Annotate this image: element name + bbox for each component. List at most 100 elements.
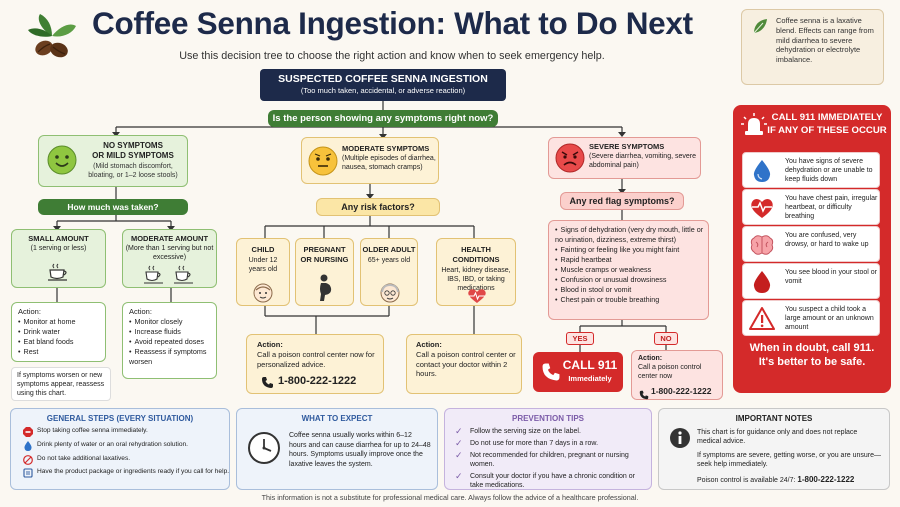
moderate-action-list: Monitor closely Increase fluids Avoid re… <box>129 317 216 367</box>
list-item: Monitor closely <box>129 317 216 327</box>
severe-desc: (Severe diarrhea, vomiting, severe abdom… <box>589 152 696 169</box>
emergency-item-text: You suspect a child took a large amount … <box>785 306 874 332</box>
what-to-expect-text: Coffee senna usually works within 6–12 h… <box>289 432 431 468</box>
check-icon: ✓ <box>455 426 463 436</box>
list-item: Confusion or unusual drowsiness <box>555 275 705 285</box>
general-steps-panel: GENERAL STEPS (EVERY SITUATION) Stop tak… <box>10 408 230 490</box>
notes-text-1: This chart is for guidance only and does… <box>697 429 858 446</box>
stop-icon <box>23 427 33 437</box>
general-steps-title: GENERAL STEPS (EVERY SITUATION) <box>46 414 194 423</box>
emergency-item: You are confused, very drowsy, or hard t… <box>742 226 880 262</box>
risk-child: CHILD Under 12 years old <box>236 238 290 306</box>
risk-older-desc: 65+ years old <box>367 256 411 264</box>
no-action-phone[interactable]: 1-800-222-1222 <box>651 386 712 396</box>
emergency-item-text: You have chest pain, irregular heartbeat… <box>785 195 878 221</box>
red-flag-list: Signs of dehydration (very dry mouth, li… <box>555 225 705 305</box>
small-reassess-note: If symptoms worsen or new symptoms appea… <box>11 367 111 401</box>
worried-face-icon <box>308 146 338 176</box>
emergency-item-text: You are confused, very drowsy, or hard t… <box>785 232 869 249</box>
disclaimer: This information is not a substitute for… <box>261 493 639 502</box>
list-item: Monitor at home <box>18 317 105 327</box>
small-action-list: Monitor at home Drink water Eat bland fo… <box>18 317 105 357</box>
warning-icon <box>749 306 775 332</box>
phone-icon <box>261 376 274 389</box>
list-item: Drink plenty of water or an oral rehydra… <box>23 441 233 451</box>
symptoms-question: Is the person showing any symptoms right… <box>268 110 498 127</box>
what-to-expect-panel: WHAT TO EXPECT Coffee senna usually work… <box>236 408 438 490</box>
action-left-text: Call a poison control center now for per… <box>257 349 375 369</box>
emergency-item: You have signs of severe dehydration or … <box>742 152 880 188</box>
prevention-text: Not recommended for children, pregnant o… <box>470 452 629 469</box>
moderate-symptoms-title: MODERATE SYMPTOMS <box>342 144 430 153</box>
notes-text-2: If symptoms are severe, getting worse, o… <box>697 452 882 469</box>
call-911-sublabel: Immediately <box>568 374 612 383</box>
list-item: Muscle cramps or weakness <box>555 265 705 275</box>
start-node: SUSPECTED COFFEE SENNA INGESTION (Too mu… <box>260 69 506 101</box>
emergency-item-text: You have signs of severe dehydration or … <box>785 158 873 184</box>
yes-label: YES <box>566 332 594 345</box>
call-poison-control-now-box: Action: Call a poison control center now… <box>246 334 384 394</box>
no-pills-icon <box>23 455 33 465</box>
moderate-symptoms-desc: (Multiple episodes of diarrhea, nausea, … <box>342 154 436 171</box>
notes-poison-phone[interactable]: 1-800-222-1222 <box>797 475 855 484</box>
list-item: Blood in stool or vomit <box>555 285 705 295</box>
prevention-title: PREVENTION TIPS <box>511 414 584 423</box>
list-item: ✓ Follow the serving size on the label. <box>455 426 645 436</box>
no-action-label: Action: <box>638 355 663 362</box>
info-box-text: Coffee senna is a laxative blend. Effect… <box>776 16 874 64</box>
what-to-expect-title: WHAT TO EXPECT <box>301 414 373 423</box>
call-911-button[interactable]: CALL 911 Immediately <box>533 352 623 392</box>
phone-icon <box>541 362 561 382</box>
list-item: Fainting or feeling like you might faint <box>555 245 705 255</box>
list-item: ✓Do not use for more than 7 days in a ro… <box>455 438 645 448</box>
small-amount-node: SMALL AMOUNT (1 serving or less) <box>11 229 106 288</box>
call-911-label: CALL 911 <box>562 358 618 372</box>
no-label: NO <box>654 332 678 345</box>
risk-health-conditions: HEALTH CONDITIONS Heart, kidney disease,… <box>436 238 516 306</box>
call-poison-or-doctor-box: Action: Call a poison control center or … <box>406 334 522 394</box>
list-item: ✓Consult your doctor if you have a chron… <box>455 471 645 490</box>
list-item: Eat bland foods <box>18 337 105 347</box>
child-face-icon <box>252 282 274 304</box>
severe-title: SEVERE SYMPTOMS <box>589 142 665 151</box>
emergency-title: CALL 911 IMMEDIATELY IF ANY OF THESE OCC… <box>767 112 887 136</box>
mild-desc: (Mild stomach discomfort, bloating, or 1… <box>88 162 178 179</box>
general-step-text: Have the product package or ingredients … <box>37 468 230 475</box>
notes-poison-prefix: Poison control is available 24/7: <box>697 477 798 484</box>
severe-symptoms-node: SEVERE SYMPTOMS (Severe diarrhea, vomiti… <box>548 137 701 179</box>
prevention-text: Do not use for more than 7 days in a row… <box>470 440 599 447</box>
important-notes-panel: IMPORTANT NOTES This chart is for guidan… <box>658 408 890 490</box>
older-adult-icon <box>379 282 401 304</box>
small-reassess-text: If symptoms worsen or new symptoms appea… <box>17 372 105 398</box>
pregnant-woman-icon <box>315 274 335 302</box>
coffee-beans-logo <box>24 12 80 60</box>
notes-title: IMPORTANT NOTES <box>735 414 813 423</box>
blood-drop-icon <box>749 269 775 295</box>
moderate-action-label: Action: <box>129 307 152 316</box>
mild-title-line2: OR MILD SYMPTOMS <box>92 151 174 161</box>
action-left-label: Action: <box>257 340 283 349</box>
list-item: Reassess if symptoms worsen <box>129 347 216 367</box>
poison-control-phone[interactable]: 1-800-222-1222 <box>278 375 357 387</box>
emergency-footer: When in doubt, call 911. It's better to … <box>749 342 875 369</box>
action-right-label: Action: <box>416 340 442 349</box>
risk-pregnant: PREGNANT OR NURSING <box>295 238 354 306</box>
check-icon: ✓ <box>455 471 463 481</box>
page-title: Coffee Senna Ingestion: What to Do Next <box>92 5 693 41</box>
heartbeat-icon <box>749 195 775 221</box>
clock-icon <box>247 431 281 465</box>
risk-older-title: OLDER ADULT <box>362 245 416 254</box>
list-item: ✓Not recommended for children, pregnant … <box>455 450 645 469</box>
list-item: Have the product package or ingredients … <box>23 468 233 478</box>
general-step-text: Stop taking coffee senna immediately. <box>37 427 148 434</box>
small-amount-title: SMALL AMOUNT <box>28 234 89 243</box>
risk-child-desc: Under 12 years old <box>248 256 278 273</box>
emergency-item: You see blood in your stool or vomit <box>742 263 880 299</box>
siren-icon <box>741 113 767 137</box>
prevention-panel: PREVENTION TIPS ✓ Follow the serving size… <box>444 408 652 490</box>
red-flag-list-box: Signs of dehydration (very dry mouth, li… <box>548 220 709 320</box>
risk-health-desc: Heart, kidney disease, IBS, IBD, or taki… <box>441 266 511 292</box>
moderate-symptoms-node: MODERATE SYMPTOMS (Multiple episodes of … <box>301 137 439 184</box>
prevention-text: Follow the serving size on the label. <box>470 428 581 435</box>
